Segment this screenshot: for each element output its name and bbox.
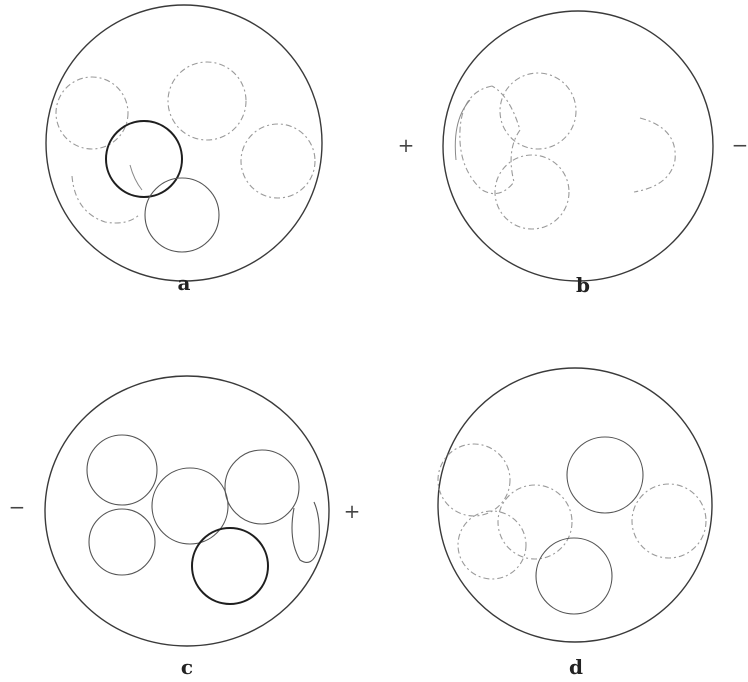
panel-a: a <box>46 5 322 295</box>
panel-b-left-sign: + <box>398 133 415 157</box>
panel-d-cell <box>632 484 706 558</box>
panel-d: d <box>438 368 712 679</box>
panel-c-cell <box>192 528 268 604</box>
panel-c-label: c <box>181 655 193 679</box>
panel-a-cell <box>168 62 246 140</box>
panel-d-cell <box>536 538 612 614</box>
panel-a-outer-circle <box>46 5 322 281</box>
panel-a-cell <box>241 124 315 198</box>
panel-c-cell <box>87 435 157 505</box>
panel-c-left-sign: − <box>9 495 26 519</box>
panel-b-right-sign: − <box>732 133 748 157</box>
panel-b-smudged-cell <box>455 100 470 160</box>
panel-a-cell <box>106 121 182 197</box>
panel-d-cell <box>458 511 526 579</box>
panel-b-outer-circle <box>443 11 713 281</box>
panel-a-cell <box>145 178 219 252</box>
panel-b-label: b <box>576 273 590 297</box>
panel-a-label: a <box>178 271 191 295</box>
panel-b-cell <box>500 73 576 149</box>
panel-c-cell <box>89 509 155 575</box>
panel-a-cell <box>56 77 128 149</box>
panel-d-cell <box>498 485 572 559</box>
panel-b-cell-fragment <box>634 118 675 192</box>
panel-a-cell-fragment <box>72 176 140 223</box>
panel-c-cell <box>225 450 299 524</box>
panel-c-elongated-cell <box>292 502 319 562</box>
panel-d-label: d <box>569 655 583 679</box>
panel-d-cell <box>438 444 510 516</box>
panel-a-scratch-mark <box>130 165 142 190</box>
panel-c-right-sign: + <box>344 499 361 523</box>
panel-d-outer-circle <box>438 368 712 642</box>
panel-b-cell <box>495 155 569 229</box>
panel-b: + − b <box>398 11 748 297</box>
panel-c-outer-circle <box>45 376 329 646</box>
panel-d-cell <box>567 437 643 513</box>
panel-b-smudged-cell <box>460 86 520 194</box>
panel-c: − + c <box>9 376 361 679</box>
panel-c-cell <box>152 468 228 544</box>
